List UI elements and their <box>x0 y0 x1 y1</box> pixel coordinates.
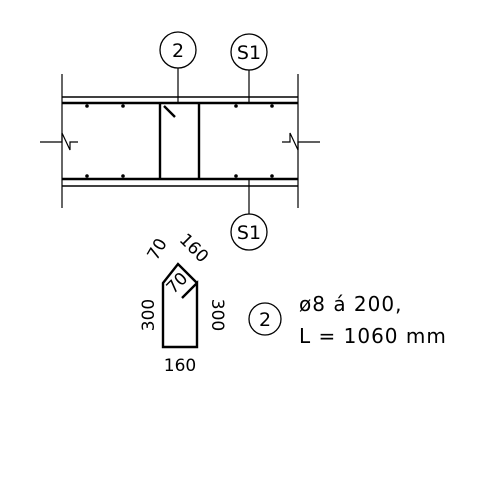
callout-marker-s1-bottom: S1 <box>230 213 268 251</box>
callout-label-s1-bottom: S1 <box>237 222 261 244</box>
bottom-bar-dot <box>270 174 274 178</box>
top-bar-dot <box>234 104 238 108</box>
spec-line-2: L = 1060 mm <box>299 324 447 348</box>
detail-marker-label: 2 <box>259 309 271 331</box>
slab-section <box>40 74 320 208</box>
distribution-bars <box>85 104 274 178</box>
top-bar-dot <box>121 104 125 108</box>
spec-line-1: ø8 á 200, <box>299 292 402 316</box>
bar-shape <box>161 262 199 349</box>
callout-label-2: 2 <box>172 40 184 62</box>
dim-left-leg: 300 <box>139 299 159 331</box>
callouts <box>177 68 250 214</box>
callout-label-s1-top: S1 <box>237 42 261 64</box>
top-bar-dot <box>270 104 274 108</box>
top-bar-dot <box>85 104 89 108</box>
dim-right-leg: 300 <box>207 299 227 331</box>
dim-bottom: 160 <box>164 356 196 376</box>
dim-top-diagonal: 160 <box>175 230 212 267</box>
bar-shape-detail: 160 70 70 300 300 160 <box>139 230 227 376</box>
bottom-bar-dot <box>234 174 238 178</box>
left-break-line <box>40 132 78 151</box>
stirrup-hook <box>163 105 176 118</box>
callout-marker-detail-2: 2 <box>248 302 282 336</box>
callout-marker-2: 2 <box>159 31 197 69</box>
bottom-bar-dot <box>85 174 89 178</box>
right-break-line <box>282 132 320 151</box>
dim-top-hook: 70 <box>144 235 172 264</box>
bottom-bar-dot <box>121 174 125 178</box>
callout-marker-s1-top: S1 <box>230 33 268 71</box>
